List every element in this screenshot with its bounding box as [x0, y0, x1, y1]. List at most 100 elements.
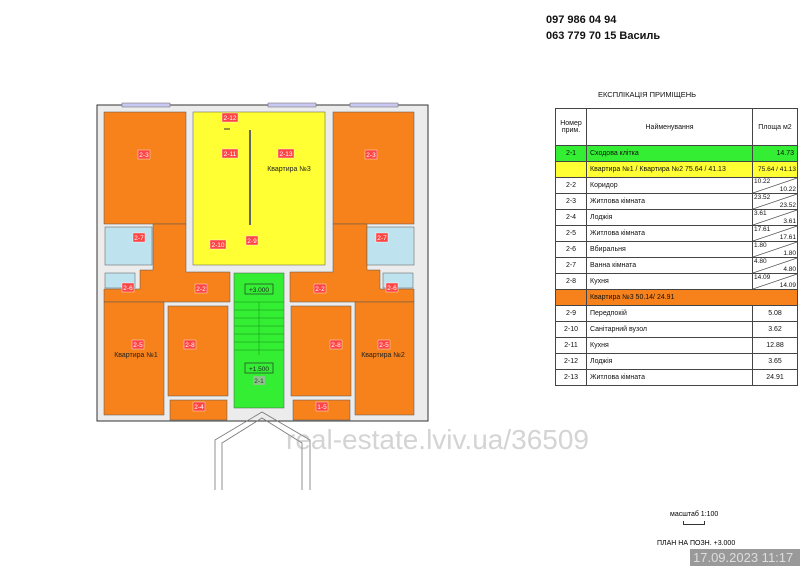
cell-area: 1.80 1.80 — [752, 241, 798, 258]
cell-area: 23.52 23.52 — [752, 193, 798, 210]
cell-name: Вбиральня — [586, 241, 753, 258]
cell-name: Квартира №3 50.14/ 24.91 — [586, 289, 798, 306]
area-value: 10.22 — [754, 178, 771, 185]
window — [349, 102, 399, 108]
cell-area: 3.62 — [752, 321, 798, 338]
table-row: 2-12 Лоджія 3.65 — [555, 353, 798, 370]
cell-num: 2-12 — [555, 353, 587, 370]
table-row: 2-13 Житлова кімната 24.91 — [555, 369, 798, 386]
scale-text: масштаб 1:100 — [670, 511, 719, 518]
cell-num: 2-7 — [555, 257, 587, 274]
area-value: 3.61 — [754, 210, 767, 217]
table-row: 2-4 Лоджія 3.61 3.61 — [555, 209, 798, 226]
cell-name: Лоджія — [586, 353, 753, 370]
contact-phones: 097 986 04 94 063 779 70 15 Василь — [546, 12, 660, 44]
level-mark-mid: +1.500 — [249, 366, 269, 373]
table-row: 2-9 Передпокій 5.08 — [555, 305, 798, 322]
cell-area: 75.64 / 41.13 — [752, 161, 798, 178]
cell-name: Ванна кімната — [586, 257, 753, 274]
cell-area: 5.08 — [752, 305, 798, 322]
cell-area: 24.91 — [752, 369, 798, 386]
table-title: ЕКСПЛІКАЦІЯ ПРИМІЩЕНЬ — [598, 90, 697, 99]
room-label: 2-6 — [387, 285, 397, 292]
cell-name: Лоджія — [586, 209, 753, 226]
room-label: 2-10 — [211, 242, 224, 249]
room-label: 2-2 — [196, 286, 206, 293]
timestamp: 17.09.2023 11:17 — [690, 549, 800, 566]
area-value: 10.22 — [779, 186, 796, 193]
table-header: Номер прим. Найменування Площа м2 — [555, 108, 798, 146]
room-label: 2-13 — [279, 151, 292, 158]
room-2-5-left — [103, 301, 165, 416]
room-label: 2-1 — [254, 378, 264, 385]
cell-num: 2-8 — [555, 273, 587, 290]
cell-area: 4.80 4.80 — [752, 257, 798, 274]
cell-name: Передпокій — [586, 305, 753, 322]
cell-num: 2-11 — [555, 337, 587, 354]
header-name: Найменування — [586, 108, 753, 146]
cell-name: Кухня — [586, 273, 753, 290]
cell-name: Житлова кімната — [586, 225, 753, 242]
bathroom-2-7-left — [104, 226, 153, 266]
room-label: 2-8 — [185, 342, 195, 349]
room-label: 2-3 — [139, 152, 149, 159]
floor-plan: 2-3 2-3 2-12 2-11 2-13 2-7 2-7 2-10 2-9 … — [96, 102, 429, 490]
plan-title: ПЛАН НА ПОЗН. +3.000 — [657, 540, 736, 547]
cell-name: Кухня — [586, 337, 753, 354]
area-value: 4.80 — [783, 266, 796, 273]
table-row: 2-6 Вбиральня 1.80 1.80 — [555, 241, 798, 258]
cell-area: 3.61 3.61 — [752, 209, 798, 226]
table-row: 2-1 Сходова клітка 14.73 — [555, 145, 798, 162]
cell-num: 2-5 — [555, 225, 587, 242]
area-value: 14.09 — [779, 282, 796, 289]
level-mark-top: +3.000 — [249, 287, 269, 294]
cell-name: Житлова кімната — [586, 193, 753, 210]
apartment-3 — [192, 111, 326, 266]
cell-num: 2-6 — [555, 241, 587, 258]
window — [121, 102, 171, 108]
cell-area: 17.61 17.61 — [752, 225, 798, 242]
room-label: 1-5 — [317, 404, 327, 411]
header-area: Площа м2 — [752, 108, 798, 146]
area-value: 3.61 — [783, 218, 796, 225]
bathroom-2-7-right — [366, 226, 415, 266]
area-value: 4.80 — [754, 258, 767, 265]
apartment-3-row: Квартира №3 50.14/ 24.91 — [555, 289, 798, 306]
table-row: 2-5 Житлова кімната 17.61 17.61 — [555, 225, 798, 242]
room-label: 2-2 — [315, 286, 325, 293]
table-row: 2-2 Коридор 10.22 10.22 — [555, 177, 798, 194]
apartment-3-label: Квартира №3 — [267, 166, 311, 173]
area-value: 17.61 — [779, 234, 796, 241]
scale-bar — [683, 521, 705, 525]
area-value: 14.09 — [754, 274, 771, 281]
room-label: 2-5 — [379, 342, 389, 349]
room-label: 2-3 — [366, 152, 376, 159]
area-value: 1.80 — [754, 242, 767, 249]
room-label: 2-4 — [194, 404, 204, 411]
cell-name: Коридор — [586, 177, 753, 194]
cell-name: Житлова кімната — [586, 369, 753, 386]
room-label: 2-7 — [377, 235, 387, 242]
table-row: 2-7 Ванна кімната 4.80 4.80 — [555, 257, 798, 274]
table-row: 2-3 Житлова кімната 23.52 23.52 — [555, 193, 798, 210]
table-row: 2-10 Санітарний вузол 3.62 — [555, 321, 798, 338]
apartment-1-2-row: Квартира №1 / Квартира №2 75.64 / 41.13 … — [555, 161, 798, 178]
room-label: 2-9 — [247, 238, 257, 245]
scale-label: масштаб 1:100 — [670, 511, 718, 525]
room-label: 2-12 — [223, 115, 236, 122]
area-value: 1.80 — [783, 250, 796, 257]
room-label: 2-11 — [224, 151, 237, 158]
header-num: Номер прим. — [555, 108, 587, 146]
cell-area: 12.88 — [752, 337, 798, 354]
cell-num: 2-4 — [555, 209, 587, 226]
table-row: 2-8 Кухня 14.09 14.09 — [555, 273, 798, 290]
cell-num: 2-10 — [555, 321, 587, 338]
room-2-8-right — [290, 305, 352, 397]
cell-name: Сходова клітка — [586, 145, 753, 162]
room-2-3-left — [103, 111, 187, 225]
cell-name: Санітарний вузол — [586, 321, 753, 338]
cell-area: 10.22 10.22 — [752, 177, 798, 194]
room-label: 2-7 — [134, 235, 144, 242]
phone-2: 063 779 70 15 Василь — [546, 30, 661, 42]
